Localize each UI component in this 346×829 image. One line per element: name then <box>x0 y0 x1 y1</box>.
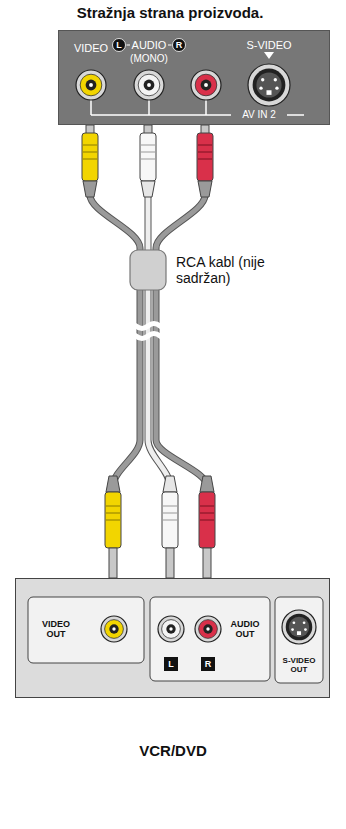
port-group-label: AV IN 2 <box>239 109 279 121</box>
channel-mark: R <box>205 659 212 669</box>
jack-label: S-VIDEO <box>246 39 291 52</box>
jack-label: (MONO) <box>130 53 168 65</box>
source-device-panel: VIDEO OUTAUDIO OUTLRS-VIDEO OUTVCR/DVD <box>15 578 330 698</box>
jack-label: VIDEO <box>74 42 108 55</box>
rca-plug <box>105 476 121 578</box>
input-panel: VIDEO L AUDIO R (MONO) S-VIDEO AV IN 2 <box>58 30 330 125</box>
page-title: Stražnja strana proizvoda. <box>0 4 340 21</box>
cable-clip <box>130 250 166 290</box>
cable-break <box>124 324 172 329</box>
rca-plug <box>162 476 178 578</box>
rca-plug <box>140 125 156 197</box>
jack-label: AUDIO <box>132 39 167 52</box>
jack-label: VIDEO OUT <box>34 619 78 640</box>
channel-mark: R <box>176 40 183 50</box>
channel-mark: L <box>168 659 174 669</box>
cable-break <box>124 334 172 339</box>
device-name: VCR/DVD <box>139 742 207 759</box>
rca-plug <box>199 476 215 578</box>
rca-cable <box>90 125 140 578</box>
rca-plug <box>82 125 98 197</box>
jack-label: S-VIDEO OUT <box>275 656 323 674</box>
cable-label: RCA kabl (nije sadržan) <box>176 254 288 286</box>
channel-mark: L <box>116 40 122 50</box>
rca-plug <box>197 125 213 197</box>
jack-label: AUDIO OUT <box>223 619 267 640</box>
